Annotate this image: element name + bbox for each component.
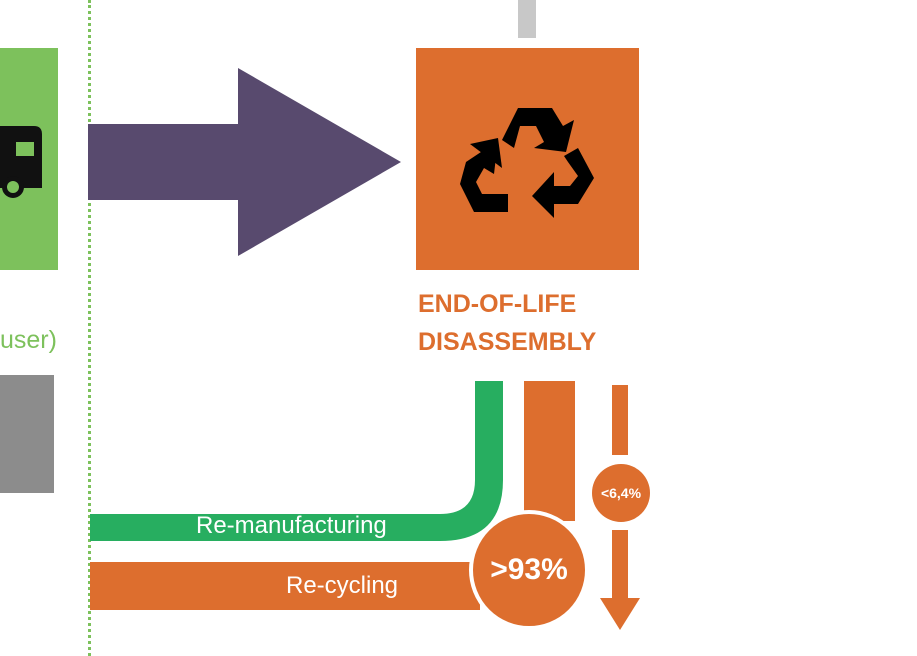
eol-title-line2: DISASSEMBLY xyxy=(418,328,597,356)
gray-stage-box xyxy=(0,375,54,493)
residual-rate-badge: <6,4% xyxy=(592,464,650,522)
dotted-divider xyxy=(88,0,91,656)
eol-title-line1: END-OF-LIFE xyxy=(418,290,577,318)
top-connector xyxy=(518,0,536,38)
residual-stream-top xyxy=(612,385,628,455)
residual-stream-bottom xyxy=(612,530,628,600)
recovery-rate-badge: >93% xyxy=(469,510,589,630)
recovery-rate-value: >93% xyxy=(490,553,568,586)
recycling-label: Re-cycling xyxy=(286,572,399,599)
eol-title: END-OF-LIFE DISASSEMBLY xyxy=(418,285,596,361)
residual-rate-value: <6,4% xyxy=(600,485,642,501)
eol-disassembly-box xyxy=(416,48,639,270)
user-stage-box xyxy=(0,48,58,270)
truck-icon xyxy=(0,126,42,198)
recovery-stream xyxy=(524,381,575,521)
remanufacturing-flow xyxy=(90,381,503,541)
user-label: user) xyxy=(0,326,57,354)
recycle-icon xyxy=(460,108,594,218)
residual-arrowhead xyxy=(600,598,640,630)
remanufacturing-label: Re-manufacturing xyxy=(196,512,387,539)
transfer-arrow xyxy=(88,68,401,256)
recycling-flow xyxy=(90,562,480,610)
